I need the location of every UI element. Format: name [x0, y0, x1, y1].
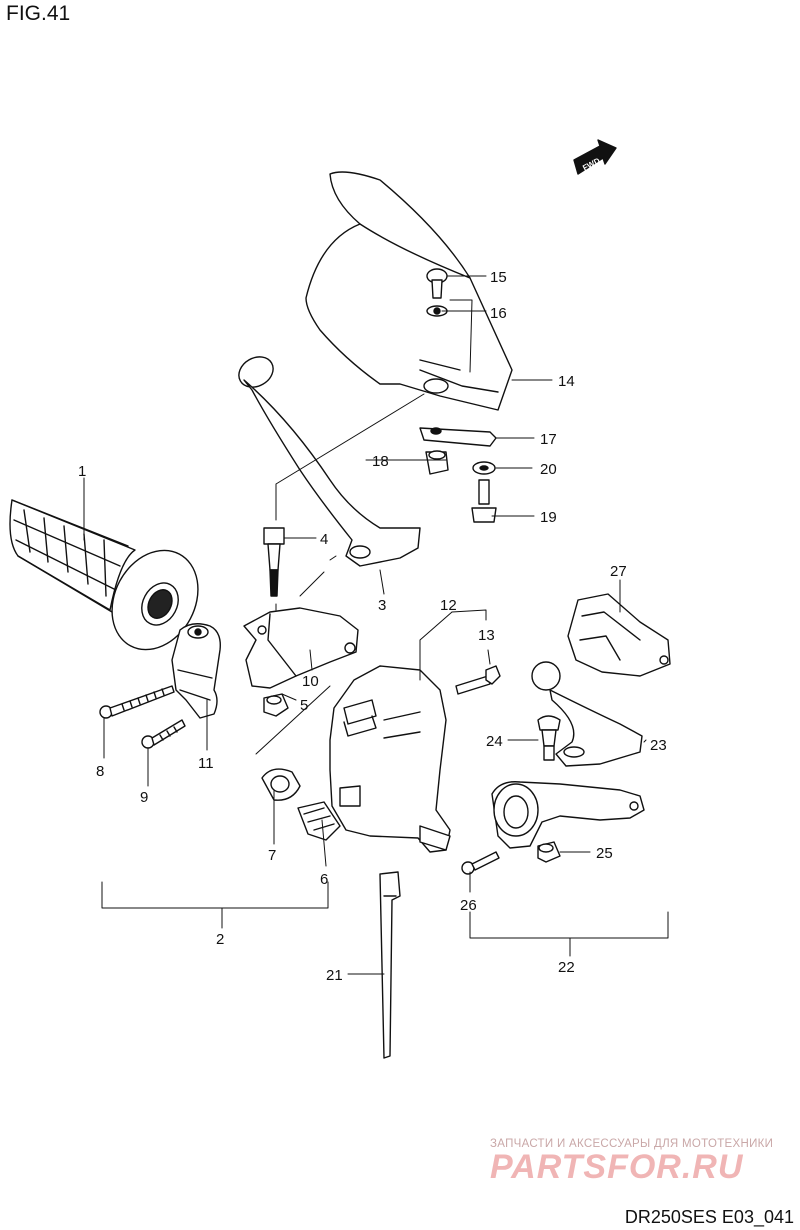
callout-20: 20 [540, 461, 557, 478]
part-screws-drawing [99, 685, 186, 749]
callout-27: 27 [610, 563, 627, 580]
part-lever-drawing [531, 661, 643, 767]
part-lever-perch-drawing [491, 781, 645, 849]
callout-15: 15 [490, 269, 507, 286]
callout-17: 17 [540, 431, 557, 448]
callout-25: 25 [596, 845, 613, 862]
callout-23: 23 [650, 737, 667, 754]
watermark-tagline: ЗАПЧАСТИ И АКСЕССУАРЫ ДЛЯ МОТОТЕХНИКИ [490, 1138, 774, 1150]
callout-16: 16 [490, 305, 507, 322]
part-bracket-drawing [243, 607, 359, 689]
callout-24: 24 [486, 733, 503, 750]
figure-title: FIG.41 [6, 2, 71, 25]
callout-18: 18 [372, 453, 389, 470]
svg-text:PARTSFOR.RU: PARTSFOR.RU [490, 1148, 744, 1186]
part-lever-holder-drawing [171, 623, 221, 719]
callout-8: 8 [96, 763, 104, 780]
watermark-logo: PARTSFOR.RU [490, 1148, 744, 1186]
callout-3: 3 [378, 597, 386, 614]
callout-1: 1 [78, 463, 86, 480]
fwd-arrow-icon: FWD [573, 139, 617, 175]
part-grip-drawing [9, 499, 199, 651]
callout-21: 21 [326, 967, 343, 984]
part-dust-cover-drawing [567, 593, 671, 677]
part-clutch-lever-drawing [238, 356, 421, 567]
callout-10: 10 [302, 673, 319, 690]
callout-22: 22 [558, 959, 575, 976]
callout-5: 5 [300, 697, 308, 714]
part-switch-screw-drawing [455, 665, 501, 695]
callout-4: 4 [320, 531, 328, 548]
part-cable-tie-drawing [379, 871, 401, 1059]
leader-lines [83, 275, 669, 975]
diagram-code: DR250SES E03_041 [624, 1207, 794, 1227]
part-hand-guard-drawing [305, 171, 513, 411]
part-small-hardware-drawing [261, 693, 341, 841]
callout-19: 19 [540, 509, 557, 526]
callout-11: 11 [198, 755, 214, 772]
callout-12: 12 [440, 597, 457, 614]
callout-2: 2 [216, 931, 224, 948]
part-lever-hardware-drawing [461, 715, 561, 875]
callout-26: 26 [460, 897, 477, 914]
callout-9: 9 [140, 789, 148, 806]
part-switch-assembly-drawing [329, 665, 451, 853]
part-pivot-bolt-drawing [263, 527, 285, 597]
callout-7: 7 [268, 847, 276, 864]
callout-13: 13 [478, 627, 495, 644]
callout-14: 14 [558, 373, 575, 390]
callout-6: 6 [320, 871, 328, 888]
part-number-labels: 1 2 3 4 5 6 7 8 9 10 11 12 13 14 15 16 1… [78, 269, 667, 984]
part-guard-hardware-drawing [419, 268, 497, 523]
